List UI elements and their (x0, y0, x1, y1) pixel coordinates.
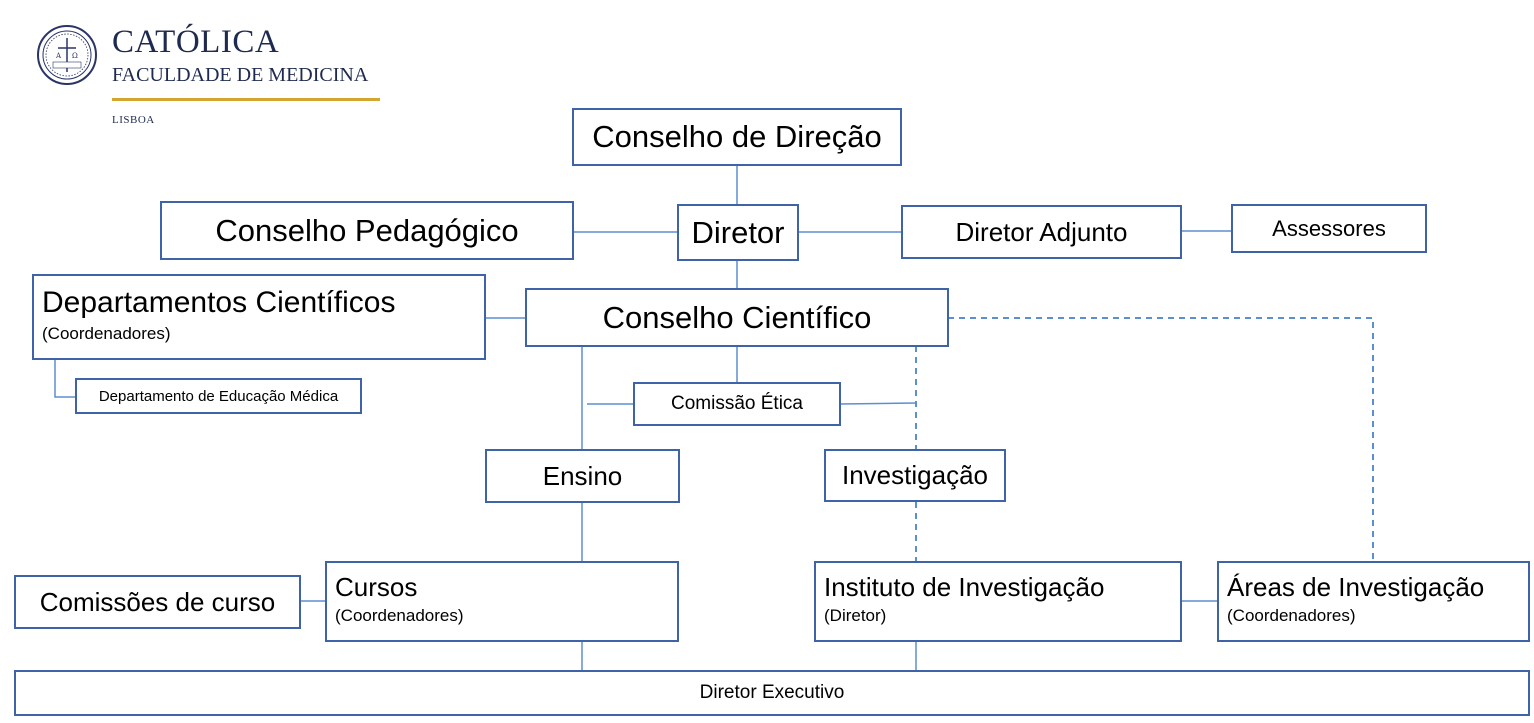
areas-investigacao-sublabel: (Coordenadores) (1227, 605, 1356, 625)
departamento-educacao-medica-label: Departamento de Educação Médica (98, 387, 339, 405)
assessores-box: Assessores (1231, 204, 1427, 253)
cursos-box: Cursos (Coordenadores) (325, 561, 679, 642)
diretor-executivo-label: Diretor Executivo (699, 682, 845, 703)
cursos-sublabel: (Coordenadores) (335, 605, 464, 625)
diretor-adjunto-label: Diretor Adjunto (955, 216, 1128, 247)
instituto-investigacao-box: Instituto de Investigação (Diretor) (814, 561, 1182, 642)
conselho-cientifico-box: Conselho Científico (525, 288, 949, 347)
comissao-etica-box: Comissão Ética (633, 382, 841, 426)
departamentos-cientificos-label: Departamentos Científicos (42, 286, 396, 319)
diretor-box: Diretor (677, 204, 799, 261)
comissoes-curso-label: Comissões de curso (39, 586, 276, 617)
logo-subtitle: FACULDADE DE MEDICINA (112, 64, 369, 86)
areas-investigacao-box: Áreas de Investigação (Coordenadores) (1217, 561, 1530, 642)
instituto-investigacao-label: Instituto de Investigação (824, 572, 1105, 602)
university-seal-icon: Α Ω (37, 25, 97, 85)
logo-city: LISBOA (112, 114, 155, 126)
ensino-box: Ensino (485, 449, 680, 503)
diretor-label: Diretor (691, 214, 785, 250)
line-etica-right (839, 402, 917, 405)
instituto-investigacao-sublabel: (Diretor) (824, 605, 887, 625)
assessores-label: Assessores (1272, 215, 1386, 241)
departamentos-cientificos-box: Departamentos Científicos (Coordenadores… (32, 274, 486, 360)
ensino-label: Ensino (542, 460, 623, 491)
seal-alpha: Α (55, 52, 62, 60)
logo-accent-bar (112, 98, 380, 101)
catolica-logo: Α Ω CATÓLICA FACULDADE DE MEDICINA LISBO… (36, 24, 386, 132)
comissao-etica-label: Comissão Ética (671, 393, 803, 414)
conselho-pedagogico-label: Conselho Pedagógico (215, 212, 519, 248)
conselho-direcao-box: Conselho de Direção (572, 108, 902, 166)
conselho-direcao-label: Conselho de Direção (592, 119, 882, 154)
departamento-educacao-medica-box: Departamento de Educação Médica (75, 378, 362, 414)
seal-omega: Ω (72, 52, 78, 60)
cursos-label: Cursos (335, 572, 418, 602)
line-departamentos-educacao (54, 359, 76, 398)
logo-title: CATÓLICA (112, 24, 280, 60)
conselho-pedagogico-box: Conselho Pedagógico (160, 201, 574, 260)
diretor-adjunto-box: Diretor Adjunto (901, 205, 1182, 259)
departamentos-cientificos-sublabel: (Coordenadores) (42, 323, 171, 343)
comissoes-curso-box: Comissões de curso (14, 575, 301, 629)
investigacao-box: Investigação (824, 449, 1006, 502)
diretor-executivo-box: Diretor Executivo (14, 670, 1530, 716)
conselho-cientifico-label: Conselho Científico (602, 299, 872, 335)
areas-investigacao-label: Áreas de Investigação (1227, 572, 1485, 602)
dashed-line-cientifico-areas (948, 317, 1374, 560)
investigacao-label: Investigação (842, 460, 988, 490)
